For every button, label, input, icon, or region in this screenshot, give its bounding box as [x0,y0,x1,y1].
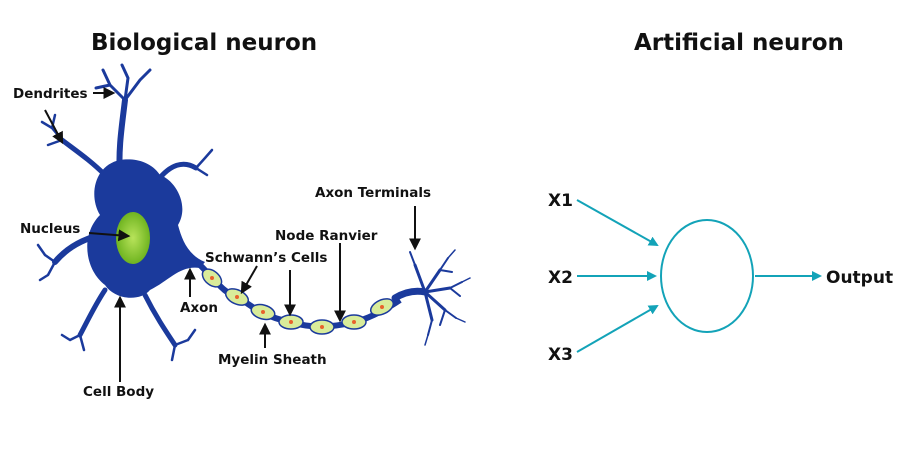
dendrites-label: Dendrites [13,86,88,102]
artificial-neuron [576,199,822,353]
myelin-nodes [210,276,384,329]
axon-label: Axon [180,300,218,316]
biological-neuron-title: Biological neuron [91,30,318,56]
axon-terminals-label: Axon Terminals [315,185,431,201]
nucleus-shape [116,212,150,264]
myelin-segments [201,268,395,335]
node-ranvier-label: Node Ranvier [275,228,378,244]
nucleus-label: Nucleus [20,221,80,237]
axon-terminals-shape [391,249,471,346]
biological-arrows [44,87,421,382]
input-x3-label: X3 [548,345,573,365]
myelin-sheath-label: Myelin Sheath [218,352,327,368]
artificial-neuron-title: Artificial neuron [634,30,844,56]
input-connections [576,199,659,353]
schwann-cells-label: Schwann’s Cells [205,250,327,266]
output-label: Output [826,268,893,288]
input-x1-label: X1 [548,191,573,211]
neuron-node [660,219,754,333]
input-x2-label: X2 [548,268,573,288]
cell-body-label: Cell Body [83,384,154,400]
neuron-illustration [36,63,471,362]
